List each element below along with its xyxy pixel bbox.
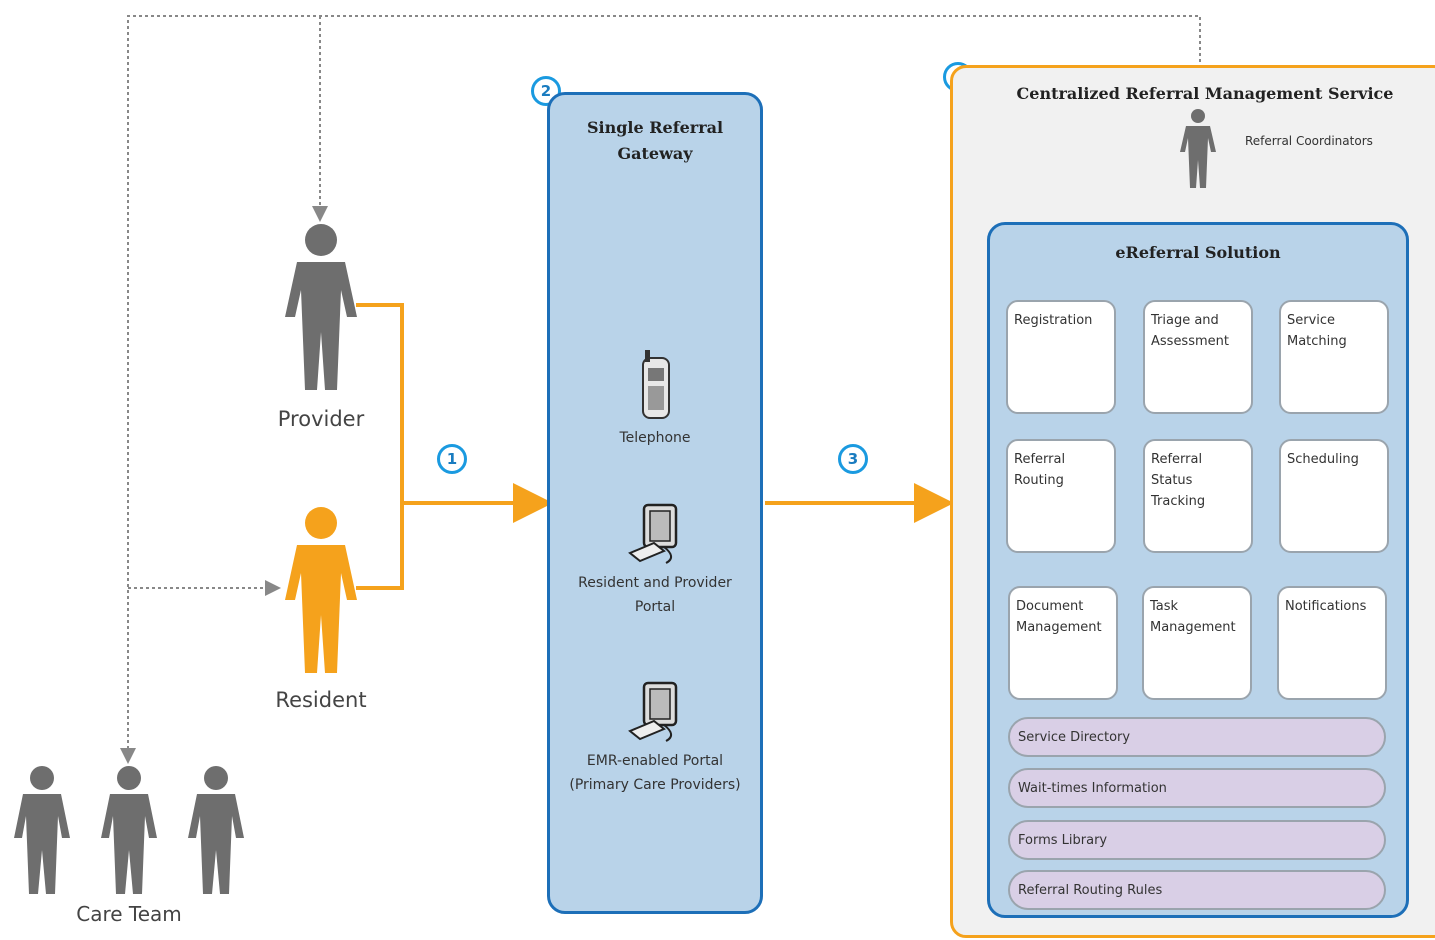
bar-service-directory: Service Directory: [1008, 717, 1386, 757]
care-team-label: Care Team: [76, 902, 182, 926]
telephone-icon: [642, 350, 670, 419]
dotted-feedback-line: [120, 15, 1201, 764]
computer-icon: [628, 503, 678, 564]
step-badge-3: 3: [838, 444, 868, 474]
provider-person-icon: [285, 224, 357, 390]
care-team-person-icon: [188, 766, 244, 894]
bar-referral-routing-rules: Referral Routing Rules: [1008, 870, 1386, 910]
provider-label: Provider: [277, 407, 365, 431]
step-badge-1: 1: [437, 444, 467, 474]
gateway-channel-label: Resident and Provider Portal: [578, 575, 732, 615]
module-triage-assessment: Triage and Assessment: [1143, 300, 1253, 414]
gateway-channel-emr-portal: EMR-enabled Portal (Primary Care Provide…: [550, 681, 760, 797]
gateway-channel-telephone: Telephone: [550, 350, 760, 450]
module-task-management: Task Management: [1142, 586, 1252, 700]
computer-icon: [628, 681, 678, 742]
module-notifications: Notifications: [1277, 586, 1387, 700]
resident-person-icon: [285, 507, 357, 673]
care-team-person-icon: [14, 766, 70, 894]
module-registration: Registration: [1006, 300, 1116, 414]
care-team-person-icon: [101, 766, 157, 894]
module-referral-routing: Referral Routing: [1006, 439, 1116, 553]
gateway-channel-label: Telephone: [619, 430, 691, 446]
service-title: Centralized Referral Management Service: [1016, 84, 1394, 103]
module-scheduling: Scheduling: [1279, 439, 1389, 553]
coordinator-person-icon: [1180, 109, 1216, 188]
gateway-title: Single Referral Gateway: [586, 118, 724, 163]
gateway-channel-portal: Resident and Provider Portal: [550, 503, 760, 619]
module-document-management: Document Management: [1008, 586, 1118, 700]
bar-wait-times: Wait-times Information: [1008, 768, 1386, 808]
module-referral-status-tracking: Referral Status Tracking: [1143, 439, 1253, 553]
coordinator-label: Referral Coordinators: [1245, 134, 1373, 148]
provider-connector: [356, 303, 404, 590]
bar-forms-library: Forms Library: [1008, 820, 1386, 860]
module-service-matching: Service Matching: [1279, 300, 1389, 414]
single-referral-gateway: Single Referral Gateway Telephone Reside…: [547, 92, 763, 914]
resident-label: Resident: [275, 688, 367, 712]
ereferral-title: eReferral Solution: [1115, 243, 1281, 262]
gateway-channel-label: EMR-enabled Portal (Primary Care Provide…: [569, 753, 741, 793]
